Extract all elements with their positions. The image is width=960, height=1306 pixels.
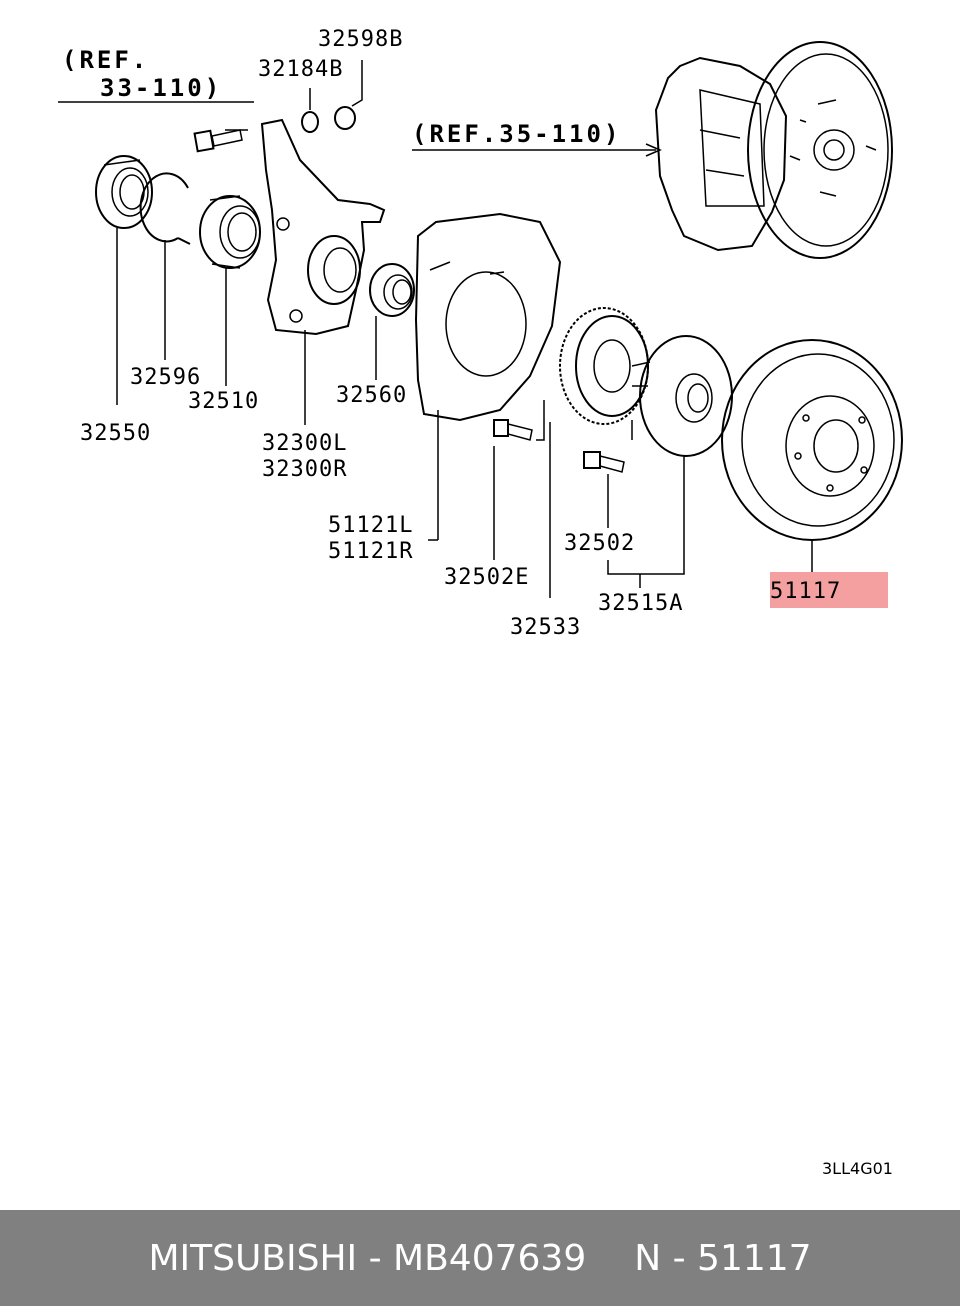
- inner-seal-part: [369, 263, 415, 317]
- ref-left-line2: 33-110): [100, 74, 222, 102]
- snap-ring-part: [139, 172, 191, 245]
- label-32533: 32533: [510, 615, 581, 640]
- leader-32598b: [351, 60, 363, 107]
- label-51117-highlight: [770, 572, 888, 608]
- label-32598b: 32598B: [318, 27, 403, 52]
- diagram-code: 3LL4G01: [822, 1159, 893, 1178]
- label-51121l: 51121L: [328, 513, 413, 538]
- washer-part: [301, 111, 319, 133]
- brake-disc-part: [721, 339, 903, 541]
- label-32560: 32560: [336, 383, 407, 408]
- label-32550: 32550: [80, 421, 151, 446]
- leader-32502e-upper: [536, 400, 545, 441]
- ref-right: (REF.35-110): [412, 120, 621, 148]
- hub-bolt-part: [583, 451, 625, 473]
- wheel-bearing-part: [199, 195, 261, 269]
- knuckle-bolt-part: [193, 129, 243, 153]
- ref-left-line1: (REF.: [62, 46, 149, 74]
- footer-brand-part: MITSUBISHI - MB407639: [148, 1237, 587, 1279]
- nut-part: [334, 106, 356, 130]
- label-32510: 32510: [188, 389, 259, 414]
- label-32300r: 32300R: [262, 457, 347, 482]
- steering-knuckle-part: [260, 118, 386, 336]
- leader-32515a: [607, 456, 685, 575]
- footer-ref: N - 51117: [634, 1237, 812, 1279]
- caliper-assembly-part: [654, 41, 893, 259]
- label-32502: 32502: [564, 531, 635, 556]
- ref-right-arrow: [645, 143, 662, 157]
- parts-diagram: (REF. 33-110) 32550 32596 32510 32184B 3…: [58, 27, 903, 1178]
- label-32184b: 32184B: [258, 57, 343, 82]
- label-51121r: 51121R: [328, 539, 413, 564]
- label-32596: 32596: [130, 365, 201, 390]
- dust-shield-part: [414, 212, 562, 422]
- label-32502e: 32502E: [444, 565, 529, 590]
- label-32300l: 32300L: [262, 431, 347, 456]
- label-32515a: 32515A: [598, 591, 683, 616]
- abs-rotor-part: [559, 307, 649, 425]
- shield-bolt-part: [493, 419, 533, 441]
- footer-bar: MITSUBISHI - MB407639 N - 51117: [0, 1210, 960, 1306]
- label-51117: 51117: [770, 579, 841, 604]
